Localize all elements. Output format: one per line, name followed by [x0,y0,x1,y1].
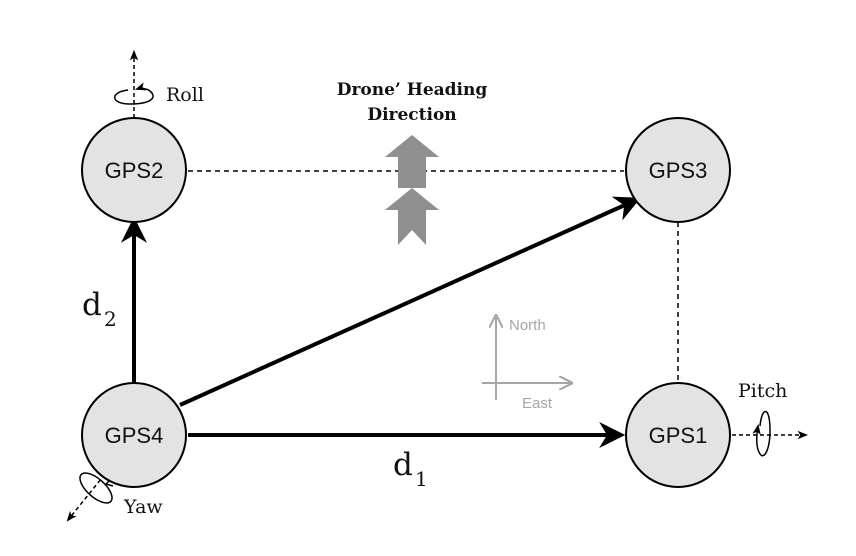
gps4-node: GPS4 [81,382,187,488]
gps2-label: GPS2 [105,158,164,183]
pitch-rotation-icon [752,410,771,457]
d2-label-main: d [82,287,102,323]
gps2-node: GPS2 [81,117,187,223]
arrow-gps4-to-gps3 [179,196,641,407]
gps3-label: GPS3 [649,158,708,183]
d1-label-sub: 1 [415,467,428,491]
heading-arrow-upper [385,135,439,188]
yaw-label: Yaw [123,496,163,518]
gps1-node: GPS1 [625,382,731,488]
heading-arrow-lower [385,188,439,245]
d1-label-main: d [393,447,413,483]
compass-east-label: East [522,395,553,412]
gps1-label: GPS1 [649,423,708,448]
d2-label: d 2 [82,287,117,331]
heading-title-line1: Drone’ Heading [337,80,488,100]
compass-north-label: North [509,317,546,334]
yaw-rotation-icon [79,472,113,504]
gps3-node: GPS3 [625,117,731,223]
d1-label: d 1 [393,447,428,491]
heading-title-line2: Direction [367,105,456,125]
d2-label-sub: 2 [104,307,117,331]
pitch-label: Pitch [738,380,787,402]
roll-label: Roll [166,84,204,106]
yaw-axis [66,457,119,522]
gps4-label: GPS4 [105,423,164,448]
roll-rotation-icon [114,82,154,105]
